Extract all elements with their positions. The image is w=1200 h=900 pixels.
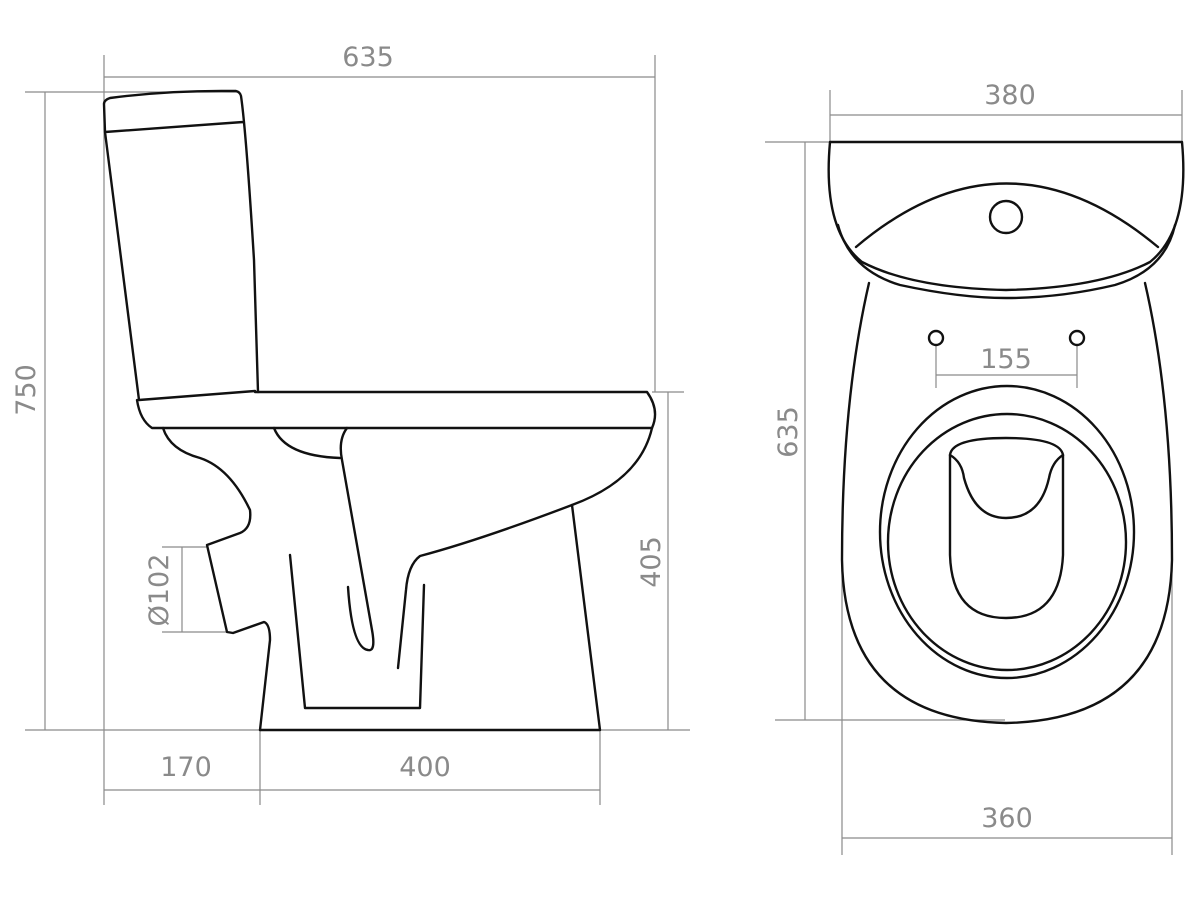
dim-405-label: 405 <box>636 536 667 588</box>
dim-102-line <box>162 546 228 633</box>
dim-380-label: 380 <box>984 80 1036 111</box>
trap-outline <box>288 553 426 710</box>
side-dimensions: 635 750 405 Ø102 170 400 <box>11 42 690 805</box>
dim-170-label: 170 <box>160 752 212 783</box>
bowl-front-curve <box>396 426 654 670</box>
dim-405-line <box>652 391 684 730</box>
dim-360-line <box>841 530 1173 855</box>
seat-bolt-hole-left <box>927 329 945 347</box>
tank-top <box>827 140 1185 292</box>
trap-channel <box>339 426 375 652</box>
seat-bolt-hole-right <box>1068 329 1086 347</box>
toilet-side-view <box>102 89 657 732</box>
drain-scoop <box>948 453 1065 520</box>
drain-opening <box>948 436 1065 620</box>
rear-profile <box>161 426 272 732</box>
foot-front <box>258 503 602 732</box>
tank-lower-rim <box>836 223 1177 300</box>
dim-102-label: Ø102 <box>144 554 175 627</box>
dim-635-top-label: 635 <box>773 406 804 458</box>
dim-170-400-line <box>104 730 601 805</box>
dim-400-label: 400 <box>399 752 451 783</box>
dim-155-label: 155 <box>980 344 1032 375</box>
seat-side <box>135 390 657 430</box>
dim-750-label: 750 <box>11 364 42 416</box>
seat-ring-inner <box>886 412 1128 672</box>
toilet-top-view <box>827 140 1185 725</box>
seat-ring-outer <box>878 384 1136 680</box>
tank-side <box>102 89 260 402</box>
dim-360-label: 360 <box>981 803 1033 834</box>
dim-380-line <box>829 90 1183 142</box>
top-dimensions: 380 635 155 360 <box>765 80 1183 855</box>
dim-635-line <box>103 55 656 805</box>
flush-button-icon <box>988 199 1024 235</box>
trap-inlet <box>272 426 342 460</box>
bowl-outline <box>840 281 1174 725</box>
tank-lid-arc <box>854 182 1160 249</box>
dim-635-label: 635 <box>342 42 394 73</box>
dim-750-line <box>25 91 690 731</box>
dim-155-line <box>935 345 1078 388</box>
